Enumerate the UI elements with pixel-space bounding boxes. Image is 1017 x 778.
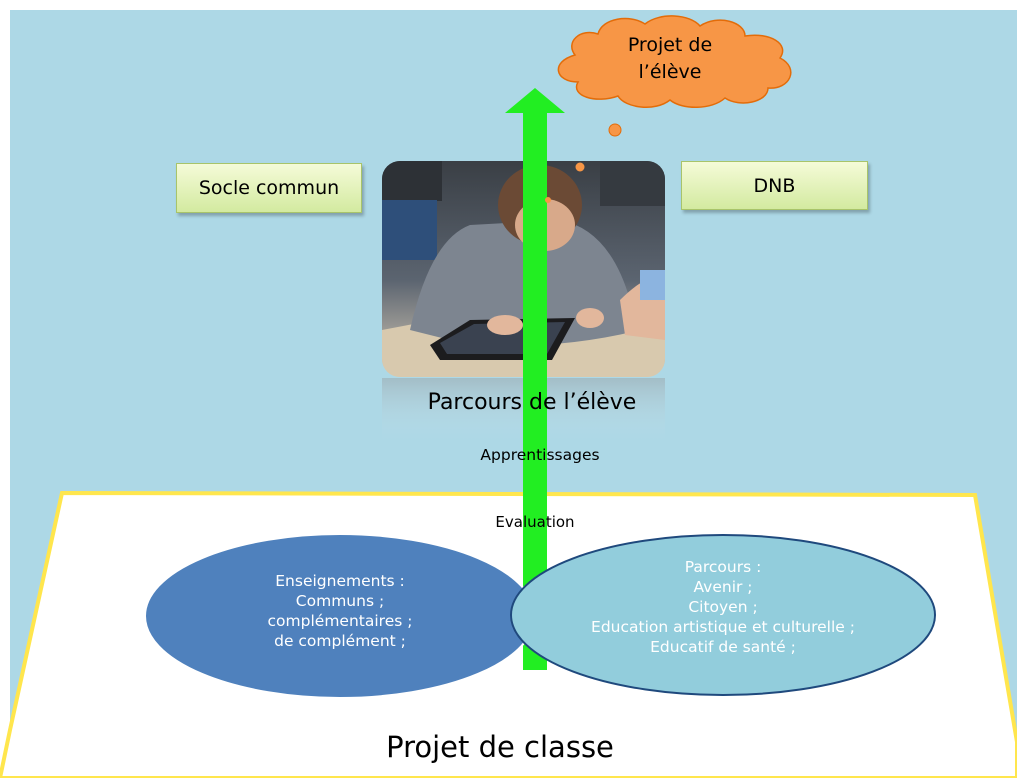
socle-commun-box: Socle commun <box>176 163 362 213</box>
cloud-shape <box>557 15 792 108</box>
parcours-line: Parcours : <box>684 558 762 576</box>
cloud-label-line1: Projet de <box>627 34 713 56</box>
thought-bubble-large <box>608 123 622 137</box>
parcours-line: Education artistique et culturelle ; <box>591 618 855 636</box>
dnb-box: DNB <box>681 161 868 210</box>
enseignements-text: Enseignements : Communs ; complémentaire… <box>240 571 440 651</box>
photo-caption: Parcours de l’élève <box>427 390 637 415</box>
cloud-label: Projet de l’élève <box>605 32 735 86</box>
enseignements-line: complémentaires ; <box>267 612 413 630</box>
parcours-text: Parcours : Avenir ; Citoyen ; Education … <box>558 557 888 657</box>
cloud-label-line2: l’élève <box>638 61 702 83</box>
thought-bubble-small <box>545 197 551 203</box>
dnb-label: DNB <box>753 174 796 197</box>
parcours-line: Avenir ; <box>693 578 753 596</box>
ellipse-parcours <box>510 534 936 696</box>
socle-commun-label: Socle commun <box>198 177 340 199</box>
enseignements-line: Communs ; <box>295 592 385 610</box>
enseignements-line: Enseignements : <box>275 572 405 590</box>
parcours-line: Citoyen ; <box>688 598 758 616</box>
arrow-label: Apprentissages <box>480 446 600 464</box>
parcours-line: Educatif de santé ; <box>650 638 796 656</box>
evaluation-label: Evaluation <box>495 513 575 531</box>
projet-de-classe-title: Projet de classe <box>386 730 614 764</box>
thought-bubble-medium <box>575 162 585 172</box>
enseignements-line: de complément ; <box>274 632 406 650</box>
